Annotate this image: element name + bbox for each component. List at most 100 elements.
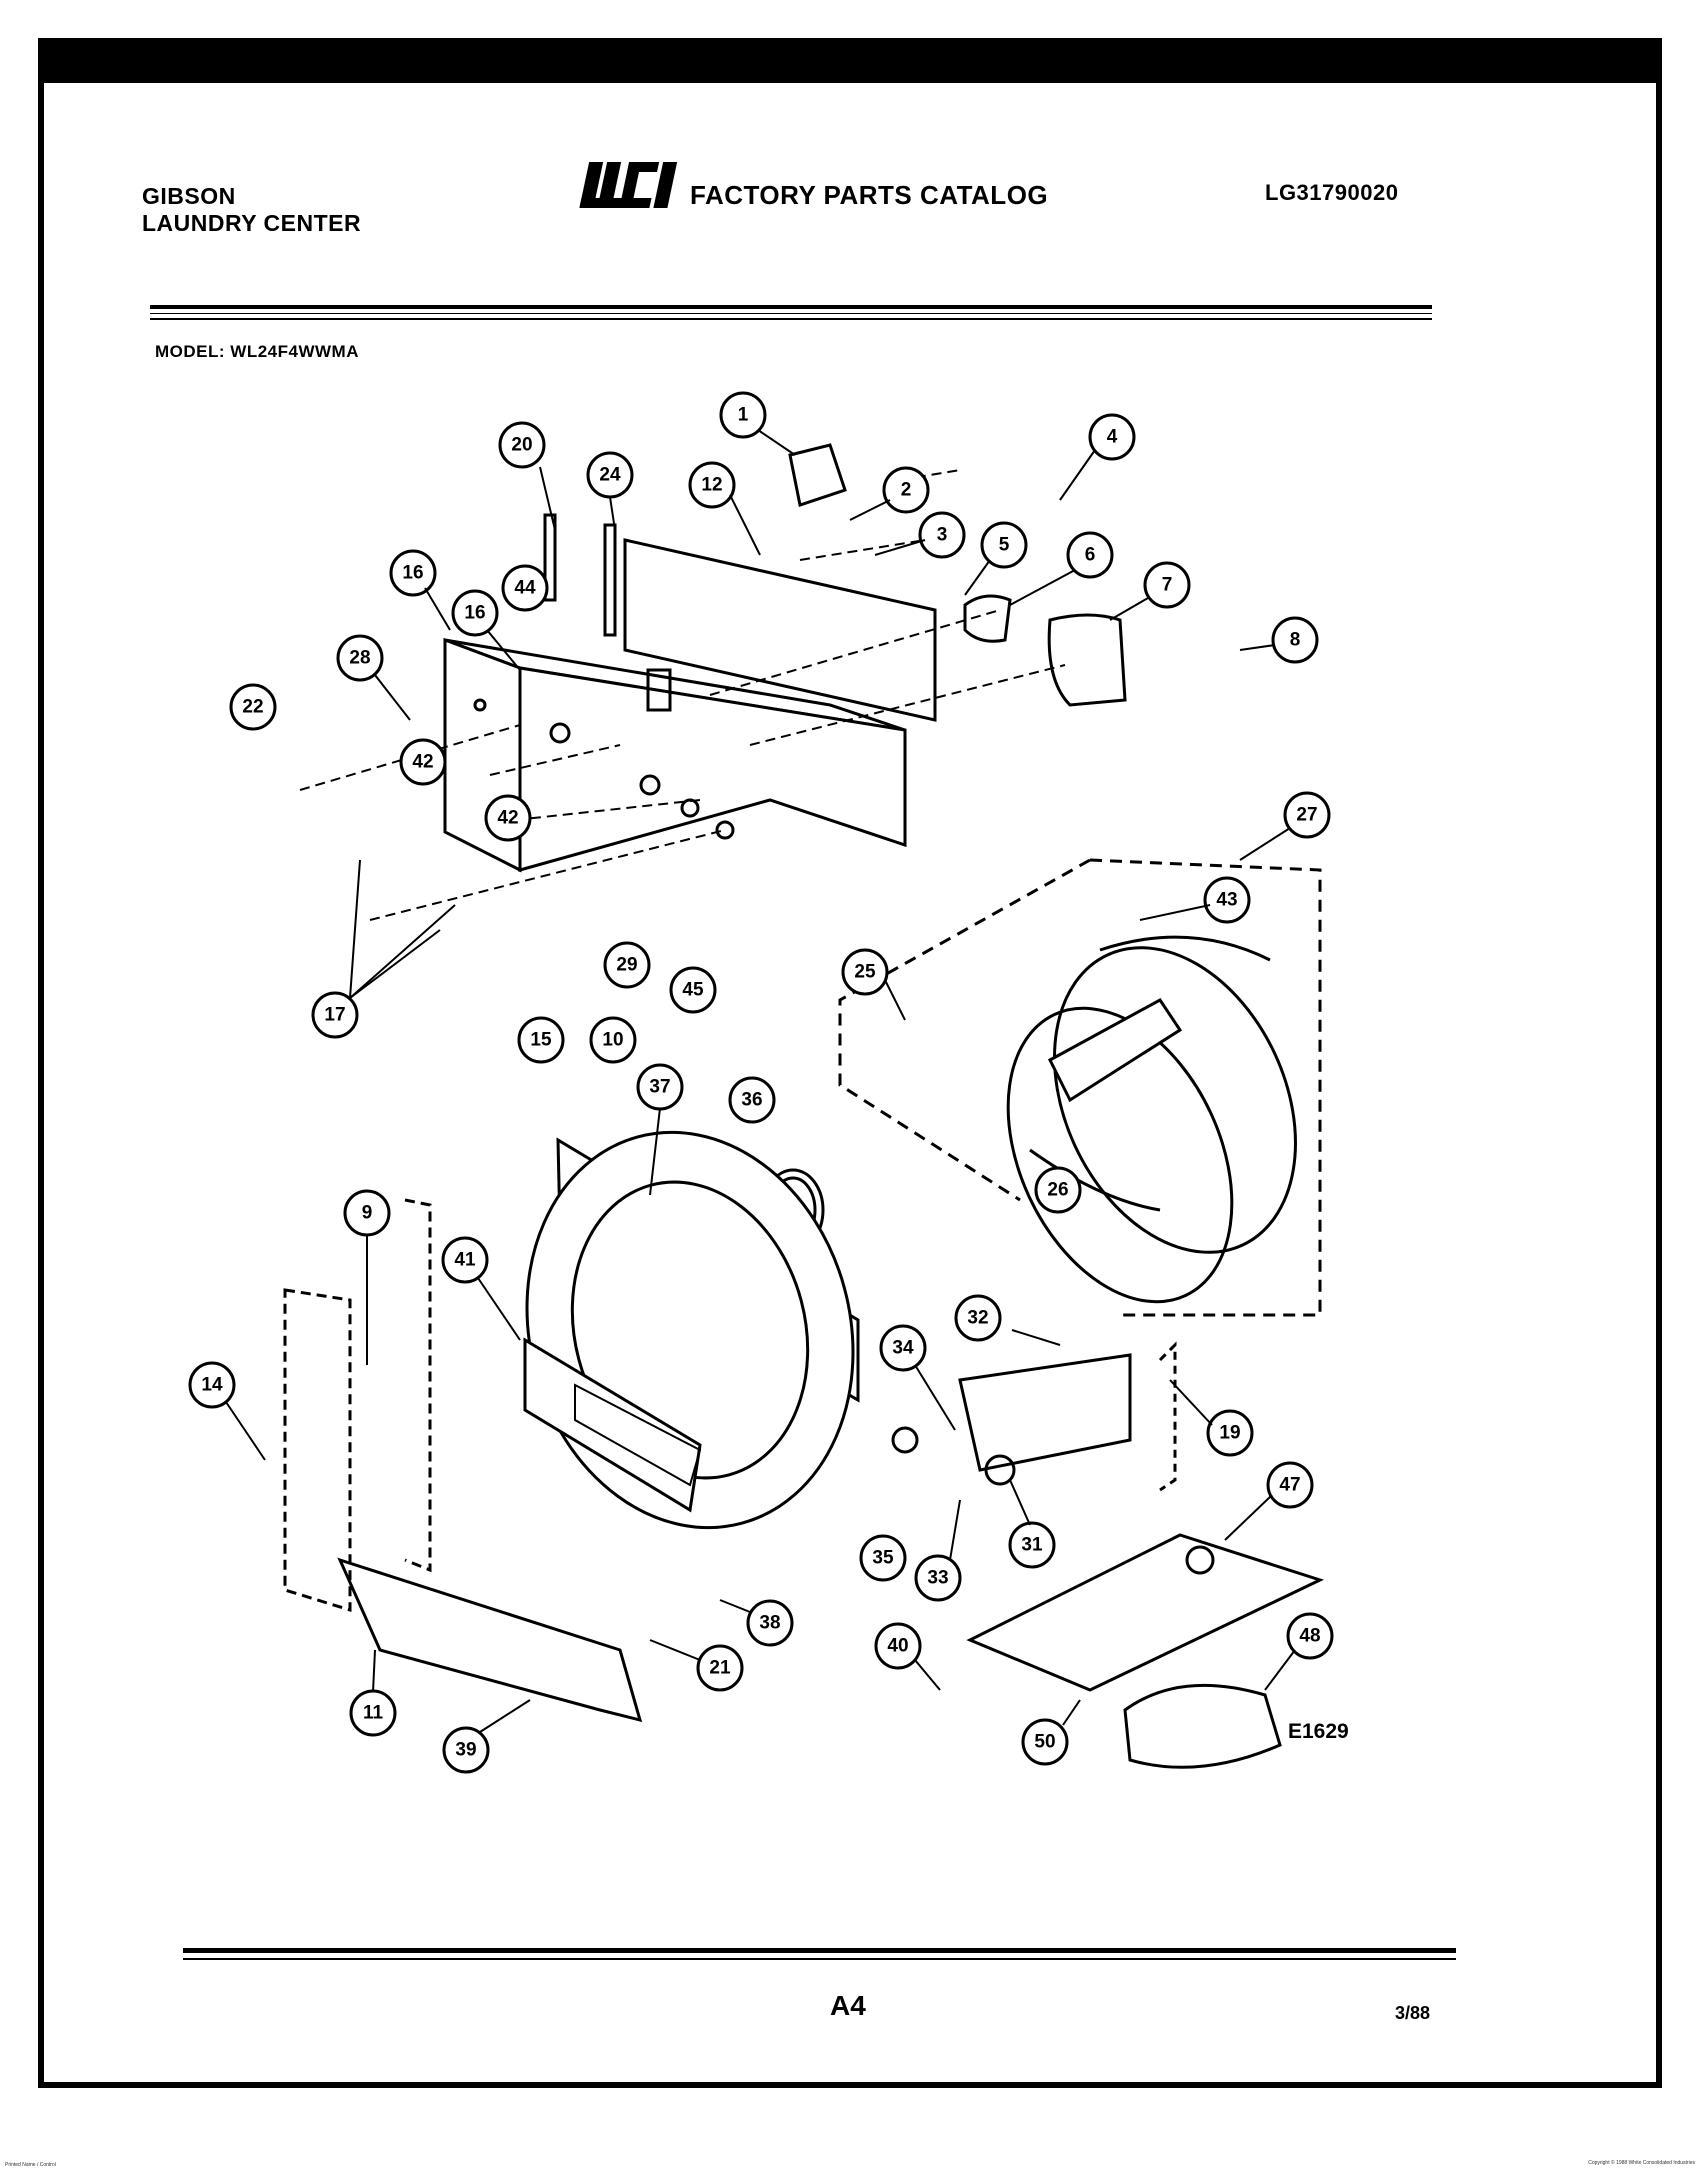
svg-text:26: 26 [1047,1180,1068,1201]
callout-32: 32 [954,1294,1002,1342]
callout-38: 38 [746,1599,794,1647]
callout-26: 26 [1034,1166,1082,1214]
svg-text:47: 47 [1279,1475,1300,1496]
callout-35: 35 [859,1534,907,1582]
callout-17: 17 [311,991,359,1039]
callout-1: 1 [719,391,767,439]
callout-24: 24 [586,451,634,499]
bulkhead-and-blower [283,1130,860,1723]
callout-16a: 16 [389,549,437,597]
callout-21: 21 [696,1644,744,1692]
control-panel-assembly [443,443,1127,873]
callout-33: 33 [914,1554,962,1602]
model-number: MODEL: WL24F4WWMA [155,342,359,361]
svg-text:10: 10 [602,1030,623,1051]
footer-rule-thin [183,1958,1456,1960]
callout-2: 2 [882,466,930,514]
callout-4: 4 [1088,413,1136,461]
callout-44: 44 [501,564,549,612]
svg-text:44: 44 [514,578,536,599]
brand-header: GIBSON LAUNDRY CENTER [142,183,361,237]
svg-text:41: 41 [454,1250,476,1271]
svg-text:43: 43 [1216,890,1237,911]
svg-text:22: 22 [242,697,263,718]
svg-text:38: 38 [759,1613,780,1634]
callout-5: 5 [980,521,1028,569]
svg-text:33: 33 [927,1568,948,1589]
svg-text:24: 24 [599,465,621,486]
svg-text:16: 16 [464,603,485,624]
callout-6: 6 [1066,531,1114,579]
heater-and-duct [891,1341,1325,1769]
catalog-title: FACTORY PARTS CATALOG [690,180,1049,210]
svg-text:7: 7 [1162,575,1173,596]
svg-text:35: 35 [872,1548,894,1569]
callout-markers: 1 2 3 4 5 6 7 8 9 10 11 12 14 15 16 16 1… [188,391,1334,1774]
svg-text:12: 12 [701,475,722,496]
svg-text:28: 28 [349,648,370,669]
callout-47: 47 [1266,1461,1314,1509]
fine-print-left: Printed Name / Control [5,2162,56,2168]
callout-50: 50 [1021,1718,1069,1766]
svg-text:11: 11 [363,1703,384,1724]
callout-40: 40 [874,1622,922,1670]
svg-text:45: 45 [682,980,704,1001]
page-number: A4 [830,1990,866,2021]
svg-text:37: 37 [649,1077,670,1098]
fine-print-right: Copyright © 1988 White Consolidated Indu… [1588,2160,1695,2166]
callout-8: 8 [1271,616,1319,664]
svg-text:3: 3 [937,525,948,546]
svg-text:34: 34 [892,1338,914,1359]
svg-text:9: 9 [362,1203,373,1224]
revision-date: 3/88 [1395,2003,1431,2023]
page-frame [38,38,1662,2088]
product-name: LAUNDRY CENTER [142,210,362,236]
callout-leader-lines [225,429,1296,1733]
drum-assembly [761,858,1322,1317]
svg-text:20: 20 [511,435,532,456]
svg-text:19: 19 [1219,1423,1240,1444]
header-rule-thin [150,313,1432,314]
svg-text:1: 1 [738,405,749,426]
brand-name: GIBSON [142,183,236,209]
callout-41: 41 [441,1236,489,1284]
callout-10: 10 [589,1016,637,1064]
svg-text:17: 17 [324,1005,345,1026]
header-rule-lower [150,318,1432,320]
callout-37: 37 [636,1063,684,1111]
callout-22: 22 [229,683,277,731]
svg-text:42: 42 [497,808,518,829]
callout-27: 27 [1283,791,1331,839]
callout-36: 36 [728,1076,776,1124]
svg-text:21: 21 [709,1658,731,1679]
catalog-number: LG31790020 [1265,180,1399,205]
callout-39: 39 [442,1726,490,1774]
svg-text:25: 25 [854,962,876,983]
callout-3: 3 [918,511,966,559]
svg-text:48: 48 [1299,1626,1320,1647]
wci-logo [579,162,678,208]
svg-text:8: 8 [1290,630,1301,651]
callout-19: 19 [1206,1409,1254,1457]
svg-text:40: 40 [887,1636,908,1657]
svg-text:42: 42 [412,752,433,773]
callout-43: 43 [1203,876,1251,924]
callout-31: 31 [1008,1521,1056,1569]
callout-9: 9 [343,1189,391,1237]
callout-34: 34 [879,1324,927,1372]
callout-16b: 16 [451,589,499,637]
callout-42b: 42 [484,794,532,842]
callout-7: 7 [1143,561,1191,609]
svg-text:6: 6 [1085,545,1096,566]
svg-text:16: 16 [402,563,423,584]
callout-48: 48 [1286,1612,1334,1660]
svg-text:4: 4 [1107,427,1118,448]
svg-text:50: 50 [1034,1732,1055,1753]
svg-text:39: 39 [455,1740,476,1761]
callout-12: 12 [688,461,736,509]
svg-text:29: 29 [616,955,637,976]
svg-text:27: 27 [1296,805,1317,826]
callout-20: 20 [498,421,546,469]
callout-29: 29 [603,941,651,989]
